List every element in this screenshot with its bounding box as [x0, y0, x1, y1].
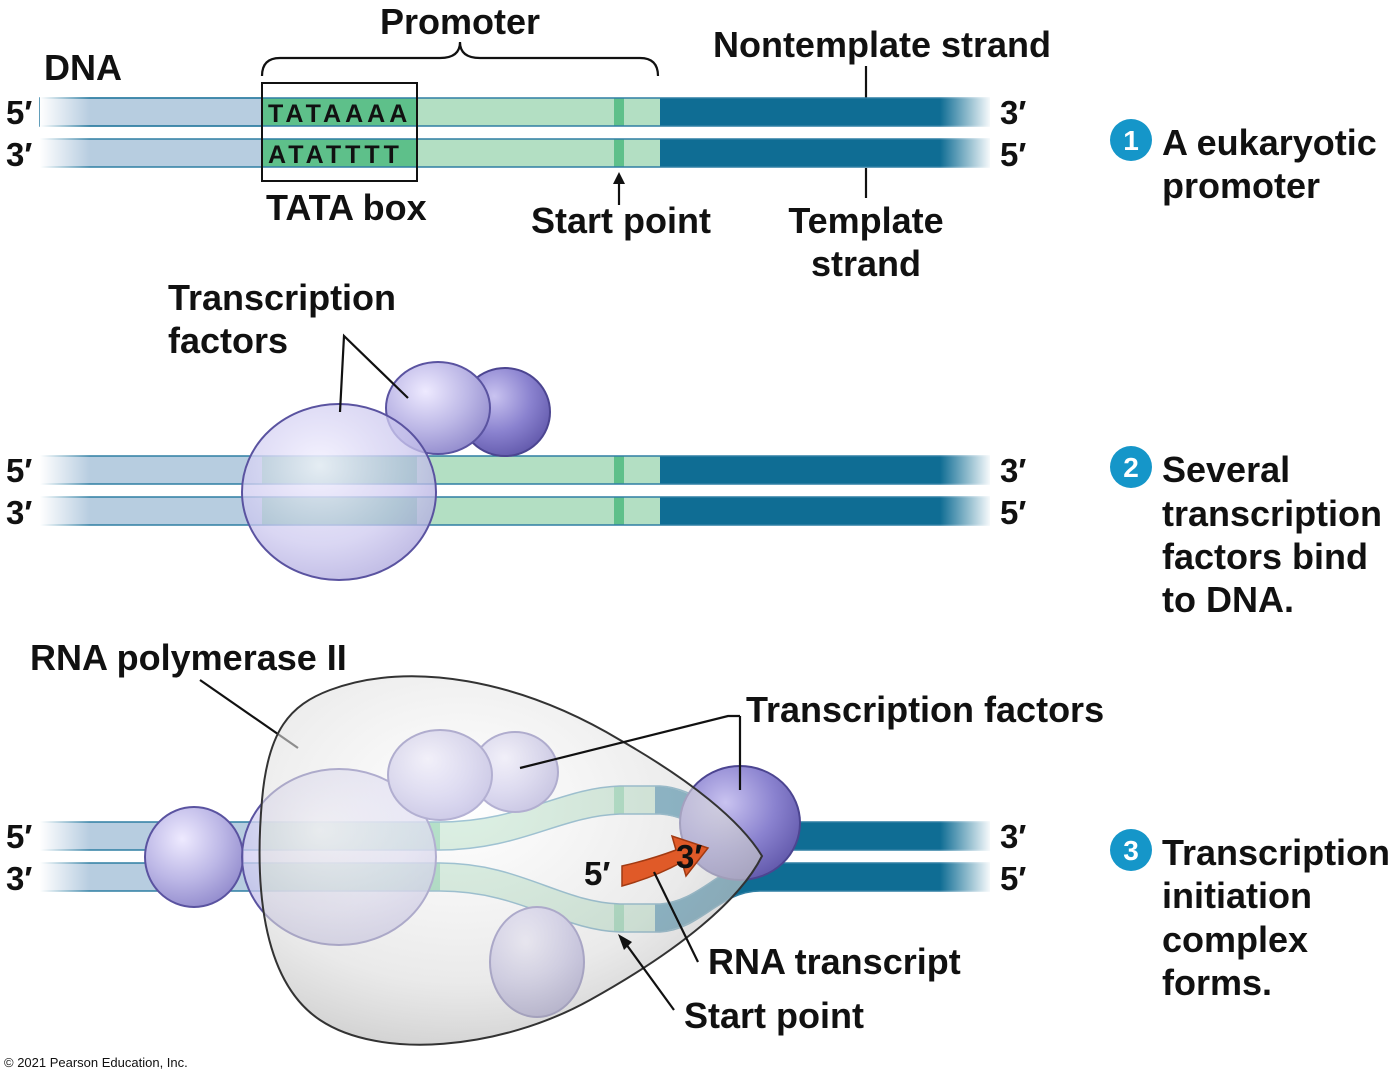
p1-top-left-end: 5′ — [6, 94, 32, 131]
start-point-3-label: Start point — [684, 995, 864, 1036]
p2-bottom-strand — [40, 495, 992, 527]
tata-box-outline — [261, 82, 418, 182]
step-1-number: 1 — [1123, 125, 1139, 156]
transcription-factors-label-3: Transcription factors — [746, 689, 1104, 730]
promoter-label: Promoter — [380, 1, 540, 42]
template-strand-label-1: Template — [788, 200, 943, 241]
start-point-3-arrowhead — [618, 934, 632, 950]
rna-transcript-arrow — [621, 834, 710, 887]
p2-top-strand — [40, 454, 992, 486]
tf3-pointer-left — [519, 714, 740, 770]
transcript-5-end: 5′ — [584, 855, 610, 892]
p3-bottom-right-end: 5′ — [1000, 860, 1026, 897]
rna-polymerase-label: RNA polymerase II — [30, 637, 347, 678]
copyright-notice: © 2021 Pearson Education, Inc. — [4, 1055, 188, 1070]
p2-bottom-left-end: 3′ — [6, 494, 32, 531]
step-1-badge — [1110, 119, 1152, 161]
step-3-line-3: complex — [1162, 919, 1308, 960]
transcript-3-end: 3′ — [676, 838, 702, 875]
step-3-line-2: initiation — [1162, 875, 1312, 916]
step-3-badge — [1110, 829, 1152, 871]
step-2-line-4: to DNA. — [1162, 579, 1294, 620]
step-3-line-4: forms. — [1162, 962, 1272, 1003]
tata-box-label: TATA box — [266, 187, 427, 228]
start-point-label: Start point — [531, 200, 711, 241]
panel-3-initiation-complex: RNA polymerase II — [6, 637, 1104, 1046]
transcription-factors-label-2: factors — [168, 320, 288, 361]
step-2-line-3: factors bind — [1162, 536, 1368, 577]
step-2-badge — [1110, 446, 1152, 488]
rna-transcript-label: RNA transcript — [708, 941, 961, 982]
step-1-line-1: A eukaryotic — [1162, 122, 1377, 163]
factor-left — [144, 806, 244, 908]
panel-2-factors-bind: Transcription factors — [6, 277, 1026, 581]
p3-bottom-left-end: 3′ — [6, 860, 32, 897]
p1-bottom-right-end: 5′ — [1000, 136, 1026, 173]
step-1-line-2: promoter — [1162, 165, 1320, 206]
p3-top-left-end: 5′ — [6, 818, 32, 855]
factors-pointer — [338, 333, 409, 413]
step-3-line-1: Transcription — [1162, 832, 1390, 873]
start-point-arrowhead — [613, 172, 625, 184]
p1-top-right-end: 3′ — [1000, 94, 1026, 131]
step-3-number: 3 — [1123, 835, 1139, 866]
step-3-caption: 3 Transcription initiation complex forms… — [1110, 829, 1390, 1003]
p2-bottom-right-end: 5′ — [1000, 494, 1026, 531]
p3-top-right-end: 3′ — [1000, 818, 1026, 855]
tata-top-sequence: TATAAAA — [268, 100, 411, 128]
step-2-number: 2 — [1123, 452, 1139, 483]
start-point-3-arrow — [625, 943, 675, 1011]
step-2-line-1: Several — [1162, 449, 1290, 490]
rna-transcript-pointer — [653, 871, 699, 963]
step-2-caption: 2 Several transcription factors bind to … — [1110, 446, 1382, 620]
step-2-line-2: transcription — [1162, 493, 1382, 534]
p1-bottom-left-end: 3′ — [6, 136, 32, 173]
panel-1-promoter: DNA Promoter Nontemplate strand — [6, 1, 1051, 284]
transcription-factors-label-1: Transcription — [168, 277, 396, 318]
p2-top-left-end: 5′ — [6, 452, 32, 489]
tata-bottom-sequence: ATATTTT — [268, 141, 403, 169]
top-strand — [39, 96, 992, 128]
p2-top-right-end: 3′ — [1000, 452, 1026, 489]
dna-label: DNA — [44, 47, 122, 88]
bottom-strand — [40, 137, 992, 169]
step-1-caption: 1 A eukaryotic promoter — [1110, 119, 1377, 206]
factor-large-tfiid — [241, 403, 437, 581]
nontemplate-strand-label: Nontemplate strand — [713, 24, 1051, 65]
promoter-brace — [260, 41, 660, 77]
rna-polymerase-shell — [258, 675, 764, 1046]
factor-small-light — [385, 361, 491, 455]
template-strand-label-2: strand — [811, 243, 921, 284]
